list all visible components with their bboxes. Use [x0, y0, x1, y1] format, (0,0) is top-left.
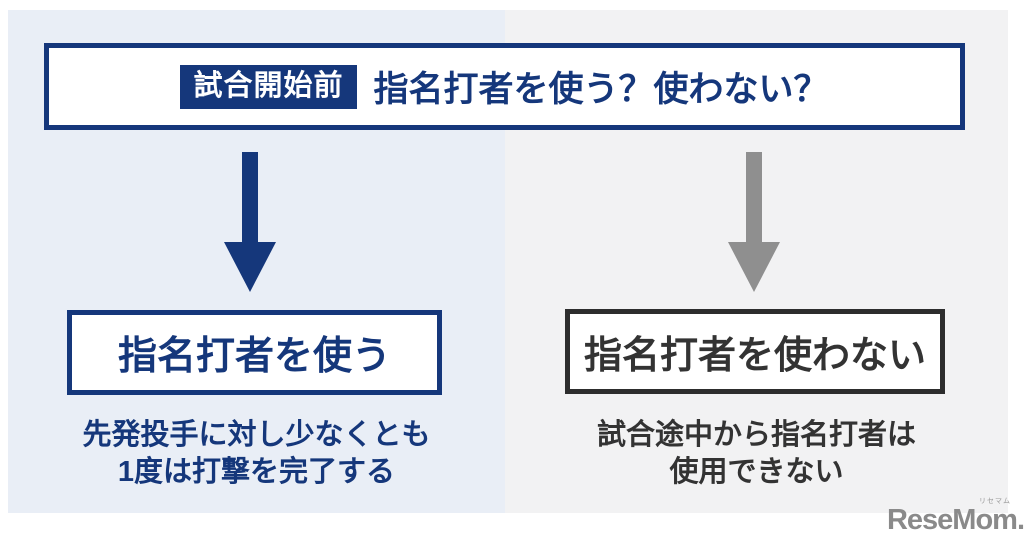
resemom-logo: リセマム ReseMom.	[886, 498, 1025, 536]
decision-header-box: 試合開始前 指名打者を使う？使わない？	[44, 43, 965, 130]
no-dh-box-label: 指名打者を使わない	[583, 335, 926, 377]
no-dh-caption-line2: 使用できない	[669, 456, 844, 488]
resemom-logo-text: ReseMom.	[886, 504, 1025, 536]
use-dh-caption-line2: 1度は打撃を完了する	[117, 456, 396, 488]
no-dh-box: 指名打者を使わない	[565, 309, 945, 394]
resemom-logo-ruby: リセマム	[979, 498, 1011, 505]
use-dh-box-label: 指名打者を使う	[117, 334, 391, 378]
no-dh-caption: 試合途中から指名打者は 使用できない	[505, 417, 1008, 491]
use-dh-caption-line1: 先発投手に対し少なくとも	[82, 419, 431, 451]
down-arrow-right-icon	[728, 152, 780, 292]
timing-badge: 試合開始前	[180, 64, 357, 109]
no-dh-caption-line1: 試合途中から指名打者は	[596, 419, 916, 451]
use-dh-box: 指名打者を使う	[67, 310, 442, 395]
decision-title: 指名打者を使う？使わない？	[373, 70, 829, 109]
down-arrow-left-icon	[224, 152, 276, 292]
use-dh-caption: 先発投手に対し少なくとも 1度は打撃を完了する	[8, 417, 505, 491]
